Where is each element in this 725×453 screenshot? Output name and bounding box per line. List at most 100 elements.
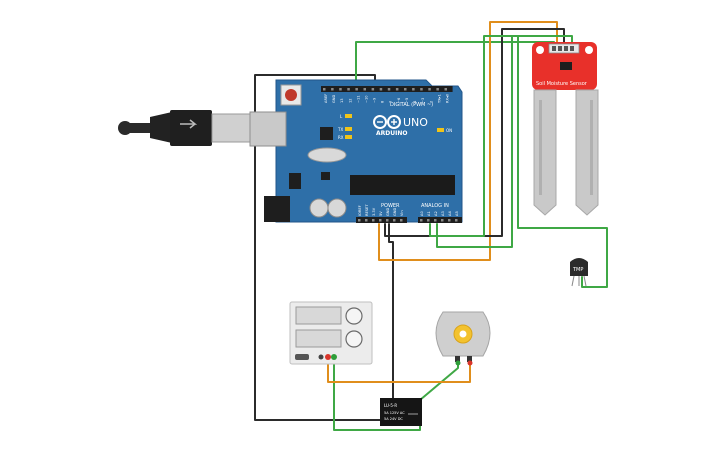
pin-label: A0 xyxy=(420,211,424,216)
pin-label: 5V xyxy=(379,211,383,216)
pin-label: ~3 xyxy=(421,98,425,103)
power-pin[interactable] xyxy=(372,219,375,222)
led-label-rx: RX xyxy=(338,135,344,140)
pin-label: A5 xyxy=(455,211,459,216)
relay-label-line2: 5A 125V AC xyxy=(384,411,405,415)
digital-pin[interactable] xyxy=(379,88,383,91)
wires xyxy=(254,21,608,431)
arduino-logo-icon xyxy=(373,115,401,129)
pin-label: GND xyxy=(386,208,390,216)
soil-moisture-sensor[interactable]: Soil Moisture Sensor xyxy=(532,42,599,216)
analog-pin[interactable] xyxy=(441,219,444,222)
pin-label: GND xyxy=(393,208,397,216)
digital-pin[interactable] xyxy=(323,88,326,91)
digital-pin[interactable] xyxy=(363,88,367,91)
digital-pin[interactable] xyxy=(355,88,358,91)
pin-label: 8 xyxy=(381,100,385,103)
analog-header-label: ANALOG IN xyxy=(421,203,449,209)
pin-label: A3 xyxy=(441,211,445,216)
temperature-sensor[interactable]: TMP xyxy=(570,258,588,287)
voltage-knob[interactable] xyxy=(345,307,363,325)
soil-probe-right xyxy=(575,89,599,216)
power-jack xyxy=(264,196,290,222)
digital-pin[interactable] xyxy=(412,88,415,91)
wire-green-a0-sensor[interactable] xyxy=(429,35,573,237)
relay-label-line3: 5A 24V DC xyxy=(384,417,403,421)
wire-green-relay-motor[interactable] xyxy=(419,359,459,401)
pin-label: AREF xyxy=(324,94,328,103)
pin-label: ~10 xyxy=(365,95,369,103)
tmp-label: TMP xyxy=(572,267,583,273)
negative-terminal[interactable] xyxy=(331,354,337,360)
digital-pin[interactable] xyxy=(444,88,448,91)
pin-label: 7 xyxy=(389,101,393,103)
current-display xyxy=(295,329,342,348)
pin-label: A2 xyxy=(434,211,438,216)
wire-orange-5v-sensor[interactable] xyxy=(378,21,558,261)
current-knob[interactable] xyxy=(345,330,363,348)
power-pin-header[interactable] xyxy=(356,217,407,223)
analog-pin[interactable] xyxy=(427,219,430,222)
digital-pin[interactable] xyxy=(331,88,334,91)
pin-label: TX▸1 xyxy=(437,94,441,104)
pin-label: RX◂0 xyxy=(446,93,450,103)
digital-pin[interactable] xyxy=(436,88,439,91)
power-switch[interactable] xyxy=(295,354,309,360)
wire-green-a1-tmp[interactable] xyxy=(436,35,608,288)
pin-label: ~6 xyxy=(397,97,401,103)
relay-module[interactable]: LU-5-R 5A 125V AC 5A 24V DC xyxy=(380,398,422,426)
wire-black-gnd-relay[interactable] xyxy=(254,74,383,421)
pin-label: RESET xyxy=(365,204,369,216)
digital-pin[interactable] xyxy=(339,88,342,91)
pin-label: 13 xyxy=(340,98,344,103)
arduino-brand: ARDUINO xyxy=(376,130,407,137)
led-label-l: L xyxy=(340,114,343,119)
pin-label: 12 xyxy=(348,98,352,103)
usb-port xyxy=(249,111,287,147)
digital-pin[interactable] xyxy=(404,88,407,91)
digital-pin[interactable] xyxy=(395,88,399,91)
pin-label: ~9 xyxy=(373,97,377,103)
power-pin[interactable] xyxy=(386,219,389,222)
power-pin[interactable] xyxy=(379,219,382,222)
digital-header-base xyxy=(321,86,453,92)
digital-pin[interactable] xyxy=(371,88,375,91)
digital-pin-header[interactable] xyxy=(321,86,453,92)
pin-label: ~5 xyxy=(405,98,409,103)
wire-orange-supply-motor[interactable] xyxy=(327,359,471,383)
soil-probe-left xyxy=(533,89,557,216)
power-pin[interactable] xyxy=(358,219,361,222)
wire-black-gnd-sensor[interactable] xyxy=(384,28,565,237)
arduino-uno-board[interactable]: L TX RX ON ARDUINO UNO DIGITAL (PWM ~) P… xyxy=(249,79,463,223)
power-supply[interactable] xyxy=(289,301,373,365)
analog-pin[interactable] xyxy=(448,219,451,222)
arduino-model: UNO xyxy=(403,116,428,129)
pin-label: IOREF xyxy=(358,205,362,216)
pin-label: 3.3V xyxy=(372,207,376,216)
power-pin[interactable] xyxy=(400,219,403,222)
digital-pin[interactable] xyxy=(347,88,350,91)
digital-pin[interactable] xyxy=(387,88,391,91)
digital-pin[interactable] xyxy=(420,88,423,91)
analog-pin[interactable] xyxy=(420,219,423,222)
pin-label: Vin xyxy=(400,210,404,216)
digital-pin[interactable] xyxy=(428,88,431,91)
mcu-chip xyxy=(350,175,455,195)
analog-pin[interactable] xyxy=(434,219,437,222)
power-pin[interactable] xyxy=(393,219,396,222)
power-pin[interactable] xyxy=(365,219,368,222)
positive-terminal[interactable] xyxy=(325,354,331,360)
led-label-tx: TX xyxy=(337,127,343,132)
power-header-label: POWER xyxy=(381,203,400,209)
analog-pin[interactable] xyxy=(455,219,458,222)
analog-pin-header[interactable] xyxy=(418,217,462,223)
wire-black-power-relay[interactable] xyxy=(388,223,394,401)
dc-motor[interactable] xyxy=(435,311,491,366)
relay-label-line1: LU-5-R xyxy=(384,403,397,408)
pin-label: ~11 xyxy=(356,95,360,103)
pin-label: 2 xyxy=(429,101,433,103)
